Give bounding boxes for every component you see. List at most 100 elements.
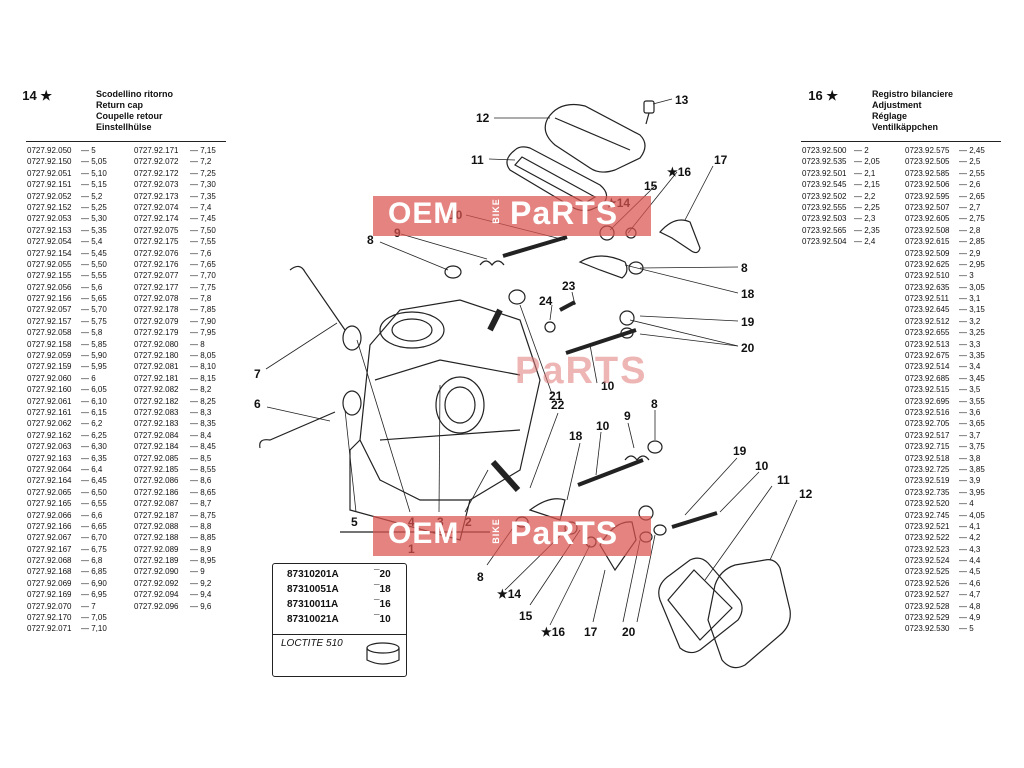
part-code: 0723.92.509 [905,248,950,258]
callout-18-low: 18 [569,429,583,443]
part-code: 0727.92.080 [134,339,179,349]
part-code: 0723.92.745 [905,510,950,520]
kit-size: ¯10 [374,614,391,625]
part-code: 0727.92.052 [27,191,72,201]
part-size: — 8,4 [190,430,212,440]
part-code: 0727.92.050 [27,146,72,155]
callout-11-top: 11 [471,153,484,167]
right-label-fr: Réglage [872,111,908,121]
part-size: — 3,85 [959,464,985,474]
callout-17-top: 17 [714,153,728,167]
right-header-labels: Registro bilanciere Adjustment Réglage V… [872,89,953,133]
part-code: 0727.92.163 [27,453,72,463]
part-size: — 7,65 [190,259,216,269]
part-code: 0723.92.517 [905,430,950,440]
spring-low [624,455,650,461]
part-code: 0723.92.545 [802,180,847,190]
callout-21: 21 [549,389,563,403]
part-size: — 5,90 [81,351,107,361]
cylinder-head [359,299,541,501]
part-size: — 8,7 [190,499,212,509]
part-code: 0723.92.655 [905,328,950,338]
callout-24: 24 [539,294,553,308]
part-code: 0727.92.158 [27,339,72,349]
part-size: — 4 [959,499,974,509]
part-size: — 6,4 [81,464,103,474]
part-code: 0723.92.565 [802,225,847,235]
part-size: — 6,85 [81,567,107,577]
part-size: — 2,45 [959,146,985,155]
callout-15-top: 15 [644,179,658,193]
part-size: — 6,35 [81,453,107,463]
part-code: 0727.92.075 [134,225,179,235]
part-code: 0723.92.514 [905,362,950,372]
part-code: 0727.92.161 [27,407,72,417]
part-code: 0727.92.180 [134,351,179,361]
part-code: 0727.92.051 [27,168,72,178]
part-code: 0727.92.088 [134,521,179,531]
part-size: — 5,10 [81,168,107,178]
part-size: — 7,2 [190,157,212,167]
callout-20-top: 20 [741,341,755,355]
part-code: 0727.92.092 [134,578,179,588]
watermark-parts-1: PaRTS [510,195,619,231]
kit-code: 87310201A [287,569,339,580]
part-code: 0727.92.063 [27,442,72,452]
part-size: — 9,6 [190,601,212,611]
part-size: — 7,05 [81,613,107,623]
part-size: — 7,4 [190,202,212,212]
part-code: 0723.92.635 [905,282,950,292]
part-size: — 7,50 [190,225,216,235]
watermark-bike-1: BIKE [490,198,501,224]
callout-8-left: 8 [367,233,374,247]
watermark-parts-3: PaRTS [510,515,619,551]
callout-22: 22 [551,398,565,412]
callout-19-low: 19 [733,444,747,458]
part-size: — 2,15 [854,180,880,190]
part-size: — 9 [190,567,205,577]
part-code: 0727.92.177 [134,282,179,292]
callout-10-right: 10 [755,459,769,473]
part-size: — 7,95 [190,328,216,338]
part-size: — 5,50 [81,259,107,269]
part-size: — 8,6 [190,476,212,486]
part-code: 0723.92.522 [905,533,950,543]
kit-code: 87310011A [287,599,339,610]
part-size: — 2,2 [854,191,876,201]
part-code: 0727.92.072 [134,157,179,167]
part-size: — 6,45 [81,476,107,486]
left-label-de: Einstellhülse [96,122,152,132]
part-size: — 6,6 [81,510,103,520]
right-label-it: Registro bilanciere [872,89,954,99]
part-code: 0727.92.160 [27,385,72,395]
part-size: — 5,65 [81,294,107,304]
part-code: 0727.92.173 [134,191,179,201]
part-code: 0723.92.615 [905,237,950,247]
callout-8-bottom: 8 [477,570,484,584]
part-code: 0727.92.153 [27,225,72,235]
part-code: 0727.92.094 [134,590,179,600]
part-size: — 3,5 [959,385,981,395]
part-code: 0727.92.059 [27,351,72,361]
part-code: 0727.92.165 [27,499,72,509]
valve-cover-top [544,103,646,173]
part-size: — 4,4 [959,556,981,566]
part-code: 0727.92.074 [134,202,179,212]
part-code: 0727.92.060 [27,373,72,383]
callout-19-top: 19 [741,315,755,329]
part-size: — 8,95 [190,556,216,566]
watermark-oem-3: OEM [388,517,460,550]
part-size: — 4,7 [959,590,981,600]
part-size: — 5,70 [81,305,107,315]
part-code: 0727.92.062 [27,419,72,429]
callout-12-low: 12 [799,487,813,501]
left-table-rule [26,141,226,142]
part-code: 0723.92.510 [905,271,950,281]
part-size: — 3,9 [959,476,981,486]
rocker-18-low [528,498,566,521]
part-size: — 7,45 [190,214,216,224]
callout-7: 7 [254,367,261,381]
part-code: 0727.92.087 [134,499,179,509]
part-size: — 4,1 [959,521,981,531]
kit-size: ¯20 [374,569,391,580]
